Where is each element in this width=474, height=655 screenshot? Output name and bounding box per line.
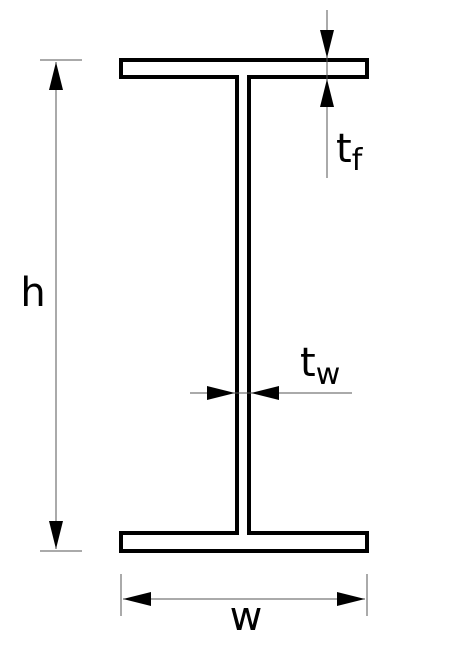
flange-thickness-dimension: tf	[320, 10, 364, 178]
flange-thickness-label-base: t	[336, 126, 352, 172]
width-dimension: w	[120, 574, 368, 640]
web-thickness-label: tw	[300, 340, 340, 392]
web-thickness-dimension: tw	[190, 340, 352, 400]
height-label: h	[20, 270, 45, 316]
height-dimension: h	[20, 59, 82, 552]
i-beam-outline	[119, 58, 369, 553]
width-label: w	[230, 594, 263, 640]
flange-thickness-label-subscript: f	[352, 143, 364, 178]
web-thickness-label-subscript: w	[316, 357, 341, 392]
flange-thickness-label: tf	[336, 126, 364, 178]
web-thickness-label-base: t	[300, 340, 316, 386]
